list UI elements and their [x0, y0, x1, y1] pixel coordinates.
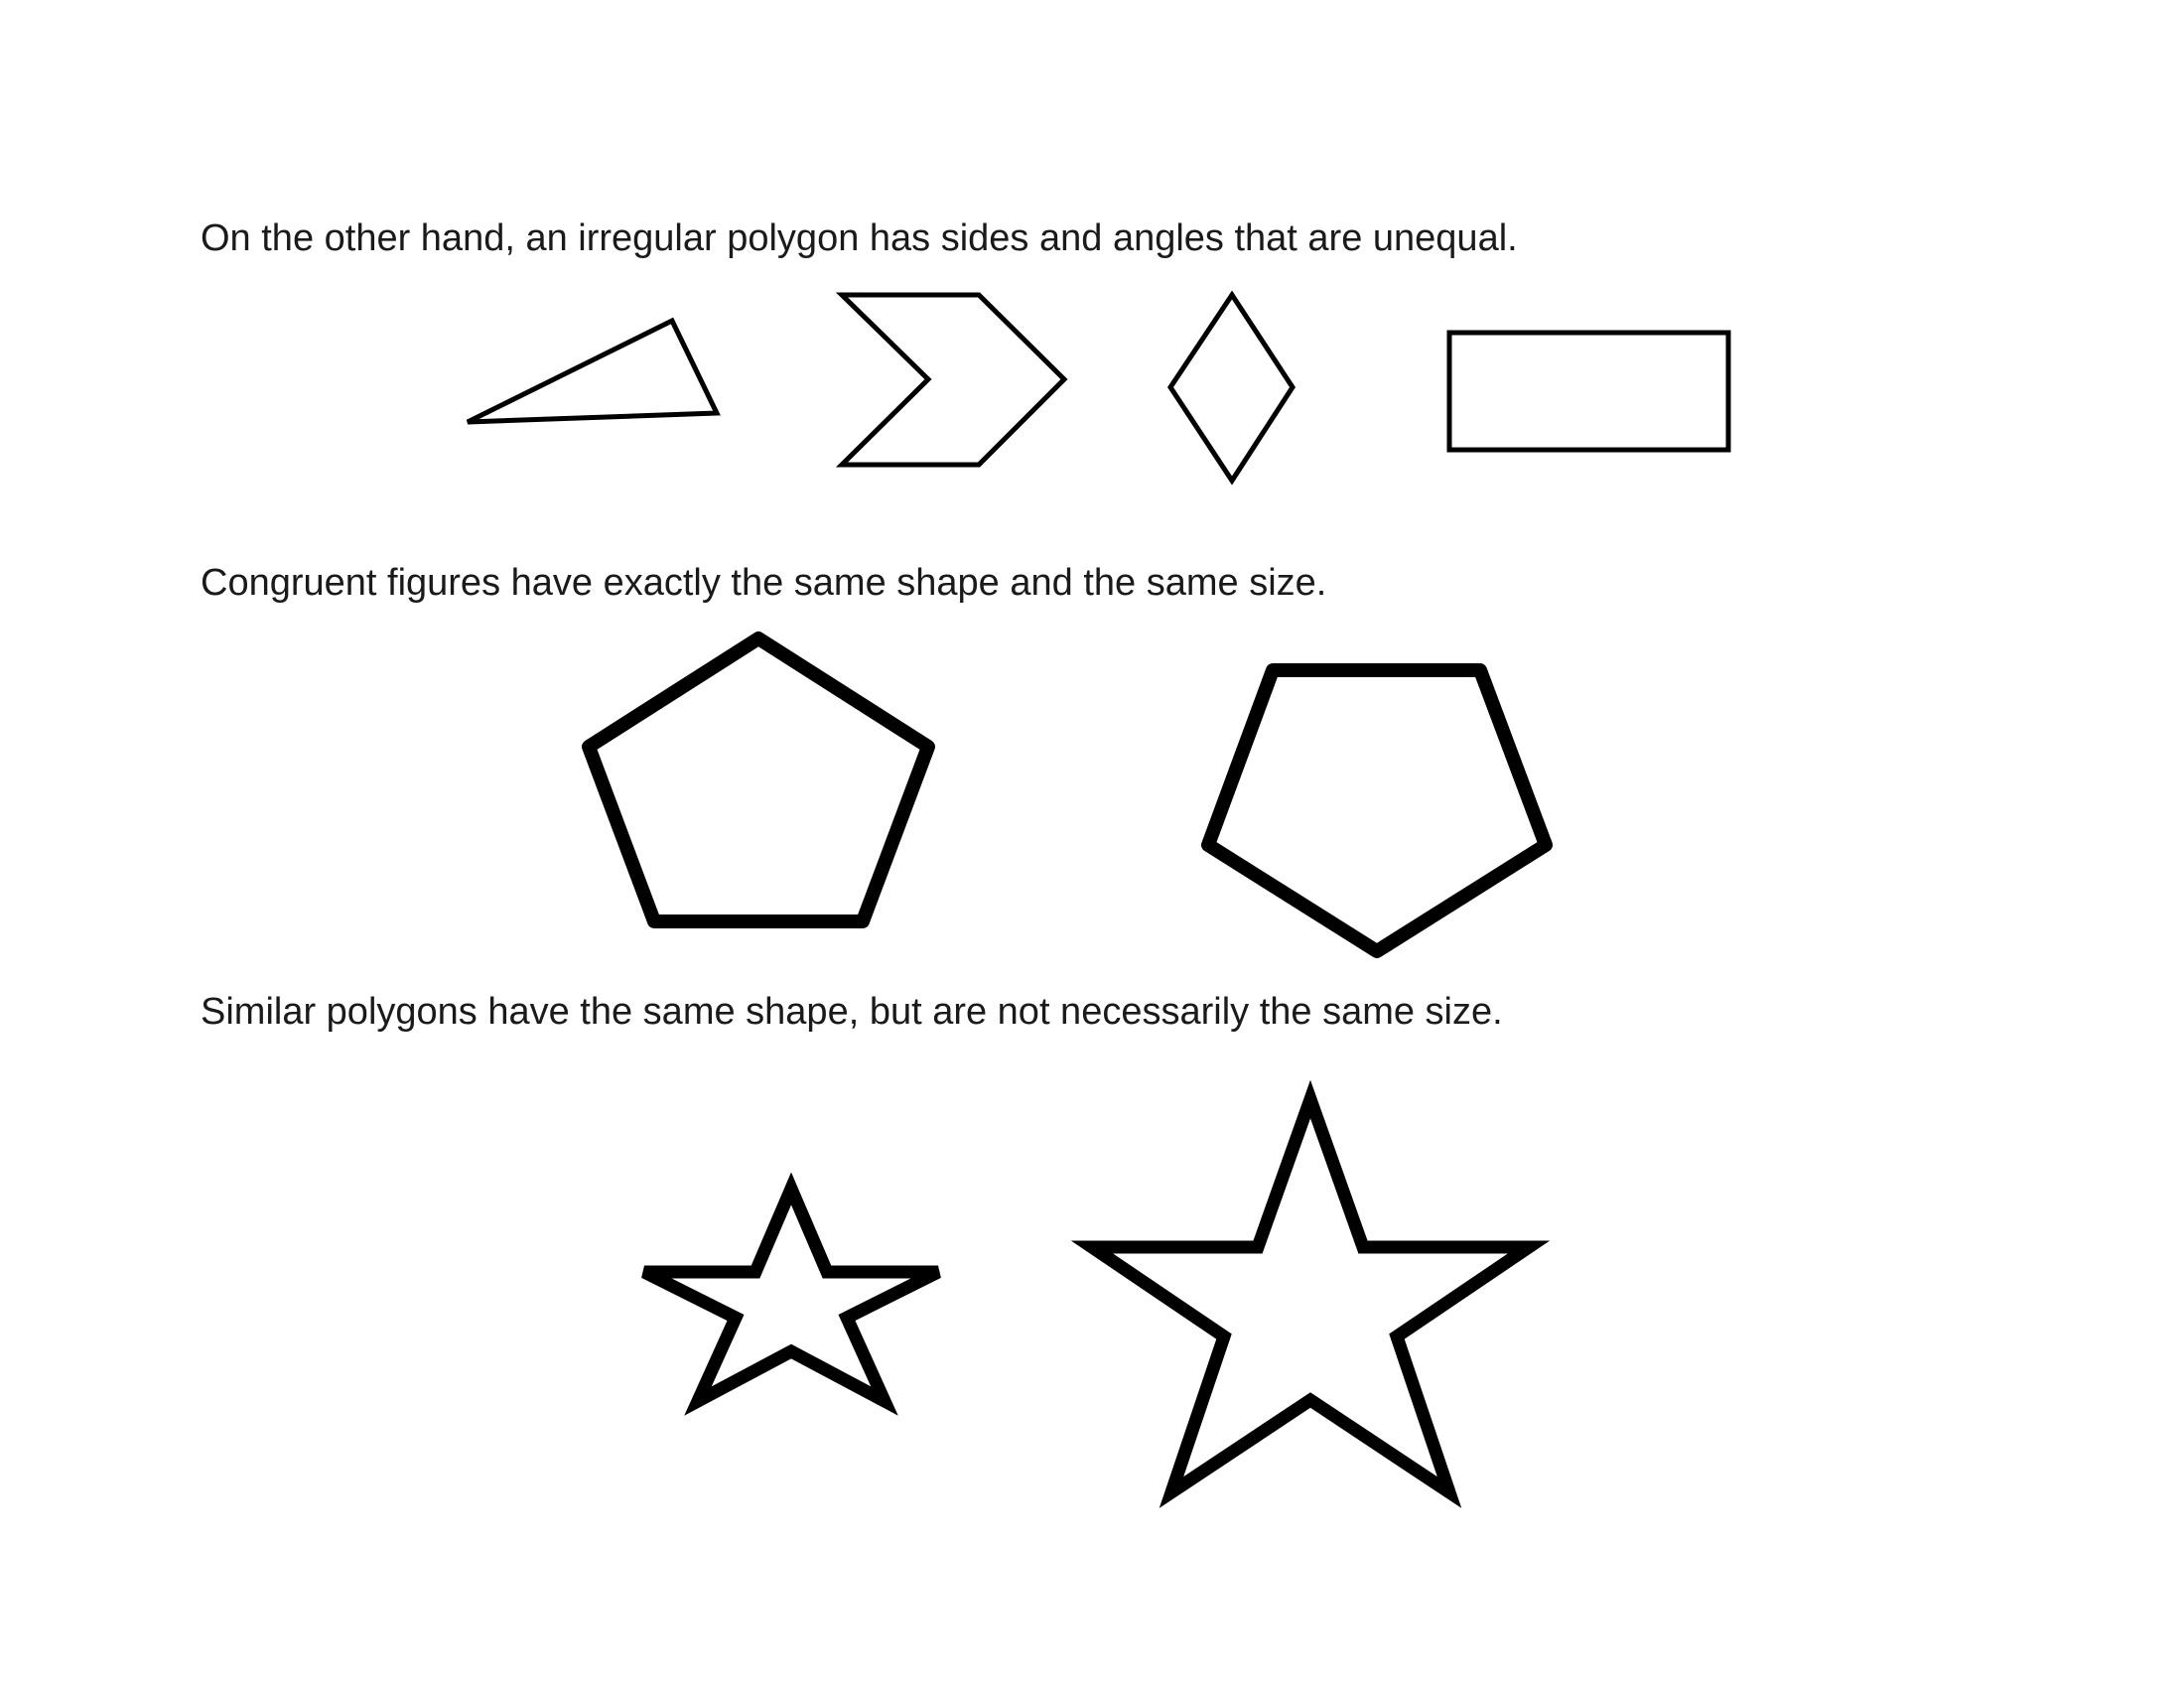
pentagon-inverted: [1201, 663, 1553, 958]
pentagon-upright: [582, 632, 935, 928]
star-large: [1070, 1079, 1551, 1508]
rectangle-shape: [1446, 330, 1731, 453]
similar-stars-row: [641, 1079, 1551, 1508]
chevron-shape: [835, 292, 1068, 468]
star-small: [641, 1172, 941, 1416]
congruent-pentagons-row: [582, 632, 1553, 958]
rhombus-shape: [1167, 290, 1296, 486]
caption-irregular-polygon: On the other hand, an irregular polygon …: [201, 217, 1518, 259]
irregular-polygons-row: [466, 290, 1731, 486]
caption-congruent-figures: Congruent figures have exactly the same …: [201, 562, 1327, 604]
irregular-triangle: [466, 317, 721, 425]
caption-similar-polygons: Similar polygons have the same shape, bu…: [201, 991, 1503, 1033]
